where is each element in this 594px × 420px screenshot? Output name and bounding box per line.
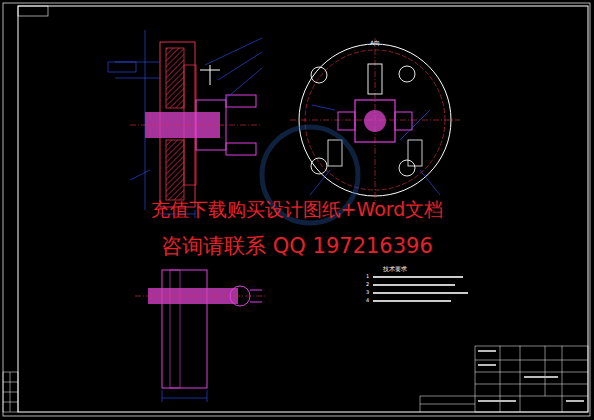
note-number: 4 [366, 298, 369, 303]
note-number: 1 [366, 274, 369, 279]
note-number: 2 [366, 282, 369, 287]
watermark: 咨询请联系 QQ 197216396 [161, 236, 433, 257]
notes-heading: 技术要求 [383, 266, 407, 272]
note-number: 3 [366, 290, 369, 295]
watermark: 充值下载购买设计图纸+Word文档 [151, 200, 444, 219]
view-label: A向 [370, 40, 380, 46]
